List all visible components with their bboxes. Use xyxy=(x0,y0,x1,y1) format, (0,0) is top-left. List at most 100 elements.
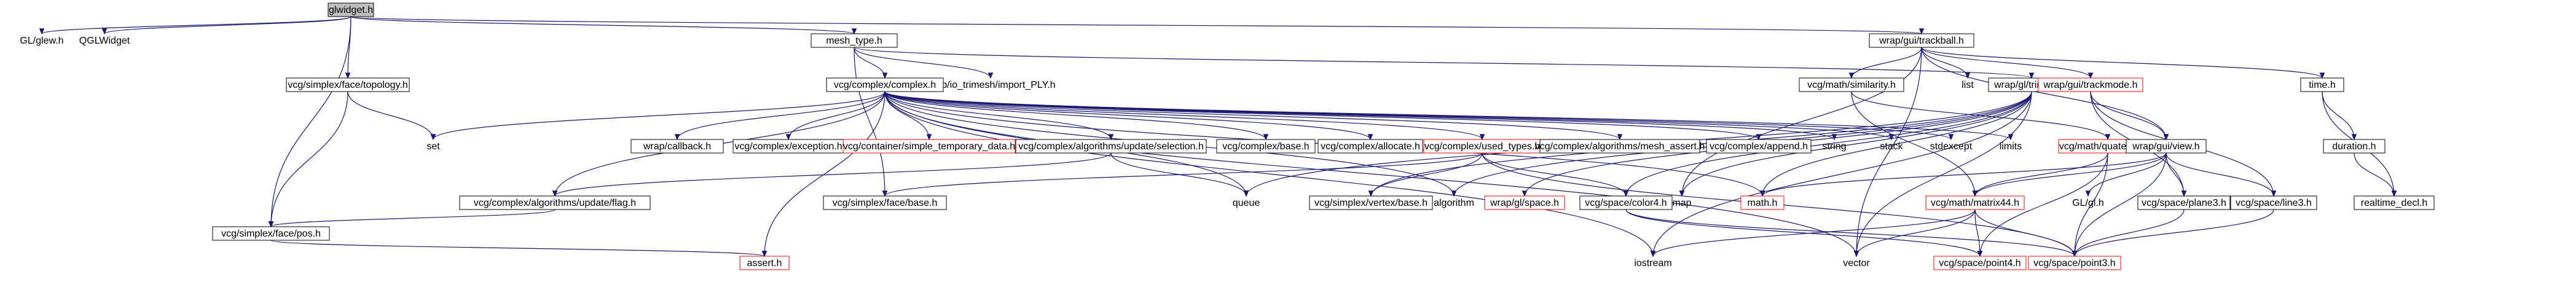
node-label: wrap/io_trimesh/import_PLY.h xyxy=(925,80,1055,90)
node-append[interactable]: vcg/complex/append.h xyxy=(1706,139,1812,154)
node-selection[interactable]: vcg/complex/algorithms/update/selection.… xyxy=(1015,139,1207,154)
edge-arrowhead xyxy=(101,28,108,35)
edge-line xyxy=(1625,209,2075,257)
node-assert[interactable]: assert.h xyxy=(739,256,790,270)
node-limits[interactable]: limits xyxy=(2000,141,2022,152)
edge-trackball-to-map xyxy=(1679,47,1922,197)
node-glew[interactable]: GL/glew.h xyxy=(20,36,63,46)
node-box xyxy=(1216,139,1316,154)
node-label: map xyxy=(1672,198,1691,208)
node-glgl[interactable]: GL/gl.h xyxy=(2072,198,2104,208)
edge-arrowhead xyxy=(2271,190,2277,197)
edge-glwidget-to-glew xyxy=(39,16,351,35)
edge-line xyxy=(2074,209,2274,257)
node-math-h[interactable]: math.h xyxy=(1740,195,1785,210)
edge-complex-to-base_c xyxy=(884,91,1269,141)
node-map[interactable]: map xyxy=(1672,198,1691,208)
node-face-base[interactable]: vcg/simplex/face/base.h xyxy=(823,195,947,210)
node-similarity[interactable]: vcg/math/similarity.h xyxy=(1799,77,1904,92)
node-layer: glwidget.hGL/glew.h QGLWidget vcg/simplex/… xyxy=(20,2,2435,270)
node-set[interactable]: set xyxy=(426,141,440,152)
edge-arrowhead xyxy=(851,28,857,35)
node-queue[interactable]: queue xyxy=(1233,198,1260,208)
node-box xyxy=(1484,195,1565,210)
node-used-types[interactable]: vcg/complex/used_types.h xyxy=(1423,139,1541,154)
node-box xyxy=(2137,195,2231,210)
edge-line xyxy=(884,91,1371,140)
node-label: vcg/simplex/face/pos.h xyxy=(221,229,321,239)
node-line3[interactable]: vcg/space/line3.h xyxy=(2230,195,2317,210)
node-duration[interactable]: duration.h xyxy=(2323,139,2386,154)
node-point3[interactable]: vcg/space/point3.h xyxy=(2028,256,2121,270)
node-callback[interactable]: wrap/callback.h xyxy=(630,139,724,154)
node-qglwidget[interactable]: QGLWidget xyxy=(79,36,130,46)
node-mesh-type[interactable]: mesh_type.h xyxy=(811,33,898,48)
node-label: vcg/math/similarity.h xyxy=(1807,80,1896,90)
edge-line xyxy=(2074,209,2185,257)
edge-line xyxy=(1974,152,2167,197)
node-algorithm[interactable]: algorithm xyxy=(1434,198,1474,208)
node-box xyxy=(630,139,724,154)
node-point4[interactable]: vcg/space/point4.h xyxy=(1933,256,2027,270)
edge-arrowhead xyxy=(1853,251,1859,257)
edge-arrowhead xyxy=(268,221,274,228)
edge-topology-to-face_pos xyxy=(268,91,348,228)
edge-line xyxy=(884,91,1112,140)
node-exception[interactable]: vcg/complex/exception.h xyxy=(732,139,844,154)
edge-complex-to-used_types xyxy=(884,91,1485,141)
node-gl-space[interactable]: wrap/gl/space.h xyxy=(1484,195,1565,210)
edge-plane3-to-point3 xyxy=(2071,209,2185,257)
edge-line xyxy=(884,91,1892,140)
edge-arrowhead xyxy=(2085,190,2091,197)
node-topology[interactable]: vcg/simplex/face/topology.h xyxy=(286,77,410,92)
node-realtime[interactable]: realtime_decl.h xyxy=(2354,195,2435,210)
node-time[interactable]: time.h xyxy=(2300,77,2344,92)
node-iostream[interactable]: iostream xyxy=(1634,258,1671,269)
edge-update_flag-to-face_pos xyxy=(268,209,556,228)
edge-line xyxy=(1851,47,1922,79)
node-mesh-assert[interactable]: vcg/complex/algorithms/mesh_assert.h xyxy=(1535,139,1705,154)
node-update-flag[interactable]: vcg/complex/algorithms/update/flag.h xyxy=(459,195,651,210)
node-list[interactable]: list xyxy=(1961,80,1974,90)
node-trackmode[interactable]: wrap/gui/trackmode.h xyxy=(2038,77,2143,92)
node-label: wrap/gl/space.h xyxy=(1490,198,1559,208)
edge-line xyxy=(554,152,1112,197)
node-trackball[interactable]: wrap/gui/trackball.h xyxy=(1869,33,1974,48)
node-box xyxy=(2354,195,2435,210)
node-simple-temp[interactable]: vcg/container/simple_temporary_data.h xyxy=(842,139,1016,154)
edge-arrowhead xyxy=(1479,134,1485,141)
edge-complex-to-append xyxy=(884,91,1762,141)
node-glwidget[interactable]: glwidget.h xyxy=(328,2,374,17)
node-plane3[interactable]: vcg/space/plane3.h xyxy=(2137,195,2231,210)
node-complex[interactable]: vcg/complex/complex.h xyxy=(826,77,944,92)
node-view[interactable]: wrap/gui/view.h xyxy=(2126,139,2207,154)
edge-arrowhead xyxy=(1679,190,1685,197)
edge-selection-to-update_flag xyxy=(552,152,1112,197)
edge-line xyxy=(884,91,1835,140)
node-box xyxy=(459,195,651,210)
node-box xyxy=(1015,139,1207,154)
edge-line xyxy=(1652,91,2032,257)
node-vector[interactable]: vector xyxy=(1843,258,1870,269)
edge-used_types-to-face_base xyxy=(882,152,1483,197)
edge-arrowhead xyxy=(785,134,791,141)
node-label: queue xyxy=(1233,198,1260,208)
node-allocate[interactable]: vcg/complex/allocate.h xyxy=(1317,139,1423,154)
edge-arrowhead xyxy=(674,134,680,141)
node-string[interactable]: string xyxy=(1822,141,1846,152)
node-stack[interactable]: stack xyxy=(1880,141,1903,152)
node-import-ply[interactable]: wrap/io_trimesh/import_PLY.h xyxy=(925,80,1055,90)
node-box xyxy=(2038,77,2143,92)
edge-duration-to-realtime xyxy=(2354,152,2397,197)
node-face-pos[interactable]: vcg/simplex/face/pos.h xyxy=(212,226,330,241)
node-stdexcept[interactable]: stdexcept xyxy=(1930,141,1973,152)
edge-line xyxy=(884,91,1857,257)
edge-line xyxy=(1762,91,2032,197)
edge-gl_trimesh-to-color4 xyxy=(1623,91,2032,197)
node-color4[interactable]: vcg/space/color4.h xyxy=(1579,195,1673,210)
node-vertex-base[interactable]: vcg/simplex/vertex/base.h xyxy=(1309,195,1433,210)
node-label: stdexcept xyxy=(1930,141,1973,152)
node-label: iostream xyxy=(1634,258,1671,269)
node-matrix44[interactable]: vcg/math/matrix44.h xyxy=(1925,195,2025,210)
node-base-c[interactable]: vcg/complex/base.h xyxy=(1216,139,1316,154)
